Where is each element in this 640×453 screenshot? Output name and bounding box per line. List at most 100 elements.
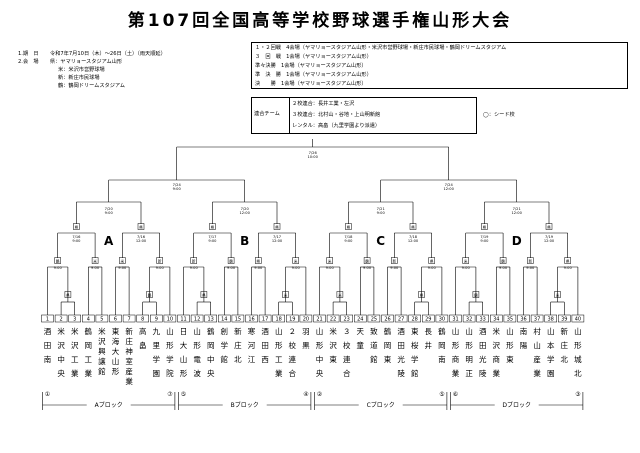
team-name-char: 商 xyxy=(452,354,460,364)
semifinal-date: 7/24 xyxy=(173,183,182,187)
round2-time: 9:00 xyxy=(190,266,199,270)
seed-mark: ⑤ xyxy=(181,391,186,398)
round2-time: 9:00 xyxy=(564,266,573,270)
venue-badge-label: 県 xyxy=(547,225,551,230)
team-name-char: 桜 xyxy=(411,340,419,350)
team-name-char: 合 xyxy=(343,368,351,378)
team-name-char: 産 xyxy=(125,366,133,376)
round3-date: 7/17 xyxy=(273,235,281,239)
team-name-char: 米 xyxy=(493,326,501,336)
round3-date: 7/18 xyxy=(409,235,418,239)
block-letter: D xyxy=(512,234,522,248)
team-name-char: 山 xyxy=(547,326,555,336)
team-name-char: 天 xyxy=(357,327,365,336)
team-number: 19 xyxy=(289,316,295,322)
team-number: 16 xyxy=(248,316,254,322)
team-name-char: 電 xyxy=(193,355,201,364)
venue-badge-label: 米 xyxy=(464,259,468,264)
block-letter: C xyxy=(376,234,385,248)
team-name-char: 里 xyxy=(153,341,161,350)
team-name-char: 形 xyxy=(166,341,174,350)
round2-time: 9:00 xyxy=(156,266,165,270)
team-number: 2 xyxy=(60,316,63,322)
round2-time: 9:00 xyxy=(227,266,236,270)
period-label: 1.期 日 xyxy=(18,51,39,57)
schedule-row: 準々決勝 1会場（ヤマリョースタジアム山形） xyxy=(255,63,367,69)
team-number: 1 xyxy=(46,316,49,322)
team-name-char: 田 xyxy=(44,341,52,350)
team-name-char: 山 xyxy=(166,326,174,336)
team-name-char: 山 xyxy=(506,326,514,336)
team-name-char: 山 xyxy=(193,326,201,336)
team-name-char: 酒 xyxy=(44,327,52,336)
venue-badge-label: 米 xyxy=(121,259,125,264)
team-number: 10 xyxy=(167,316,173,322)
team-name-char: 合 xyxy=(289,368,297,378)
team-name-char: 童 xyxy=(357,340,365,350)
team-name-char: 庄 xyxy=(125,336,133,346)
joint-team-row: ３校連合：北村山・谷地・上山明新館 xyxy=(292,112,381,118)
team-name-char: 学 xyxy=(166,354,174,364)
team-name-char: 大 xyxy=(180,340,188,350)
round3-time: 9:00 xyxy=(480,239,489,243)
round3-time: 9:00 xyxy=(344,239,353,243)
team-name-char: 譲 xyxy=(98,356,106,366)
team-name-char: 長 xyxy=(425,327,433,336)
round3-time: 9:00 xyxy=(208,239,217,243)
team-number: 9 xyxy=(155,316,158,322)
round3-time: 9:00 xyxy=(72,239,81,243)
block-label: Bブロック xyxy=(231,401,259,409)
team-name-char: 南 xyxy=(44,354,52,364)
quarterfinal-time: 12:00 xyxy=(240,211,251,215)
team-name-char: 畠 xyxy=(139,340,147,350)
team-number: 31 xyxy=(452,316,458,322)
team-name-char: 道 xyxy=(370,340,378,350)
team-name-char: 米 xyxy=(71,326,79,336)
team-name-char: 業 xyxy=(452,368,460,378)
team-name-char: 光 xyxy=(397,354,405,364)
round2-time: 9:00 xyxy=(118,266,127,270)
team-number: 3 xyxy=(73,316,76,322)
joint-teams-label: 連合チーム xyxy=(254,111,280,117)
venue-badge-label: 新 xyxy=(158,259,162,264)
team-name-char: 新 xyxy=(234,326,242,336)
team-name-char: 酒 xyxy=(397,327,405,336)
team-name-char: 米 xyxy=(98,326,106,336)
team-number: 18 xyxy=(276,316,282,322)
venue-badge-label: 県 xyxy=(139,225,143,230)
team-name-char: 形 xyxy=(112,367,120,376)
round2-time: 9:00 xyxy=(363,266,372,270)
team-name-char: 形 xyxy=(452,341,460,350)
round3-date: 7/16 xyxy=(137,235,146,239)
final-date: 7/26 xyxy=(309,151,318,155)
team-name-char: 館 xyxy=(98,366,106,376)
team-name-char: 沢 xyxy=(98,337,106,346)
team-name-char: 米 xyxy=(57,326,65,336)
team-name-char: 形 xyxy=(180,369,188,378)
venue-badge-label: 鶴 xyxy=(229,259,233,264)
team-name-char: 神 xyxy=(125,346,133,356)
team-name-char: 産 xyxy=(533,354,541,364)
team-name-char: 田 xyxy=(397,341,405,350)
team-name-char: 庄 xyxy=(234,340,242,350)
team-name-char: 岡 xyxy=(207,341,215,350)
team-name-char: 工 xyxy=(71,355,79,364)
team-name-char: 九 xyxy=(153,327,161,336)
team-name-char: 沢 xyxy=(57,341,65,350)
team-name-char: 業 xyxy=(71,368,79,378)
team-number: 38 xyxy=(548,316,554,322)
venue-badge-label: 米 xyxy=(328,259,332,264)
team-number: 20 xyxy=(303,316,309,322)
team-name-char: 工 xyxy=(275,355,283,364)
schedule-box: １・２回戦 4会場（ヤマリョースタジアム山形・米沢市営野球場・新庄市民球場・鶴岡… xyxy=(251,42,628,89)
team-name-char: 城 xyxy=(574,355,582,364)
seed-mark: ⑦ xyxy=(167,391,173,398)
block-label: Aブロック xyxy=(95,401,123,409)
team-name-char: ３ xyxy=(343,327,351,336)
team-name-char: 山 xyxy=(452,326,460,336)
team-name-char: 学 xyxy=(411,354,419,364)
venue-badge-label: 新 xyxy=(393,259,397,264)
team-name-char: 山 xyxy=(533,340,541,350)
team-name-char: 東 xyxy=(411,326,419,336)
team-number: 15 xyxy=(235,316,241,322)
